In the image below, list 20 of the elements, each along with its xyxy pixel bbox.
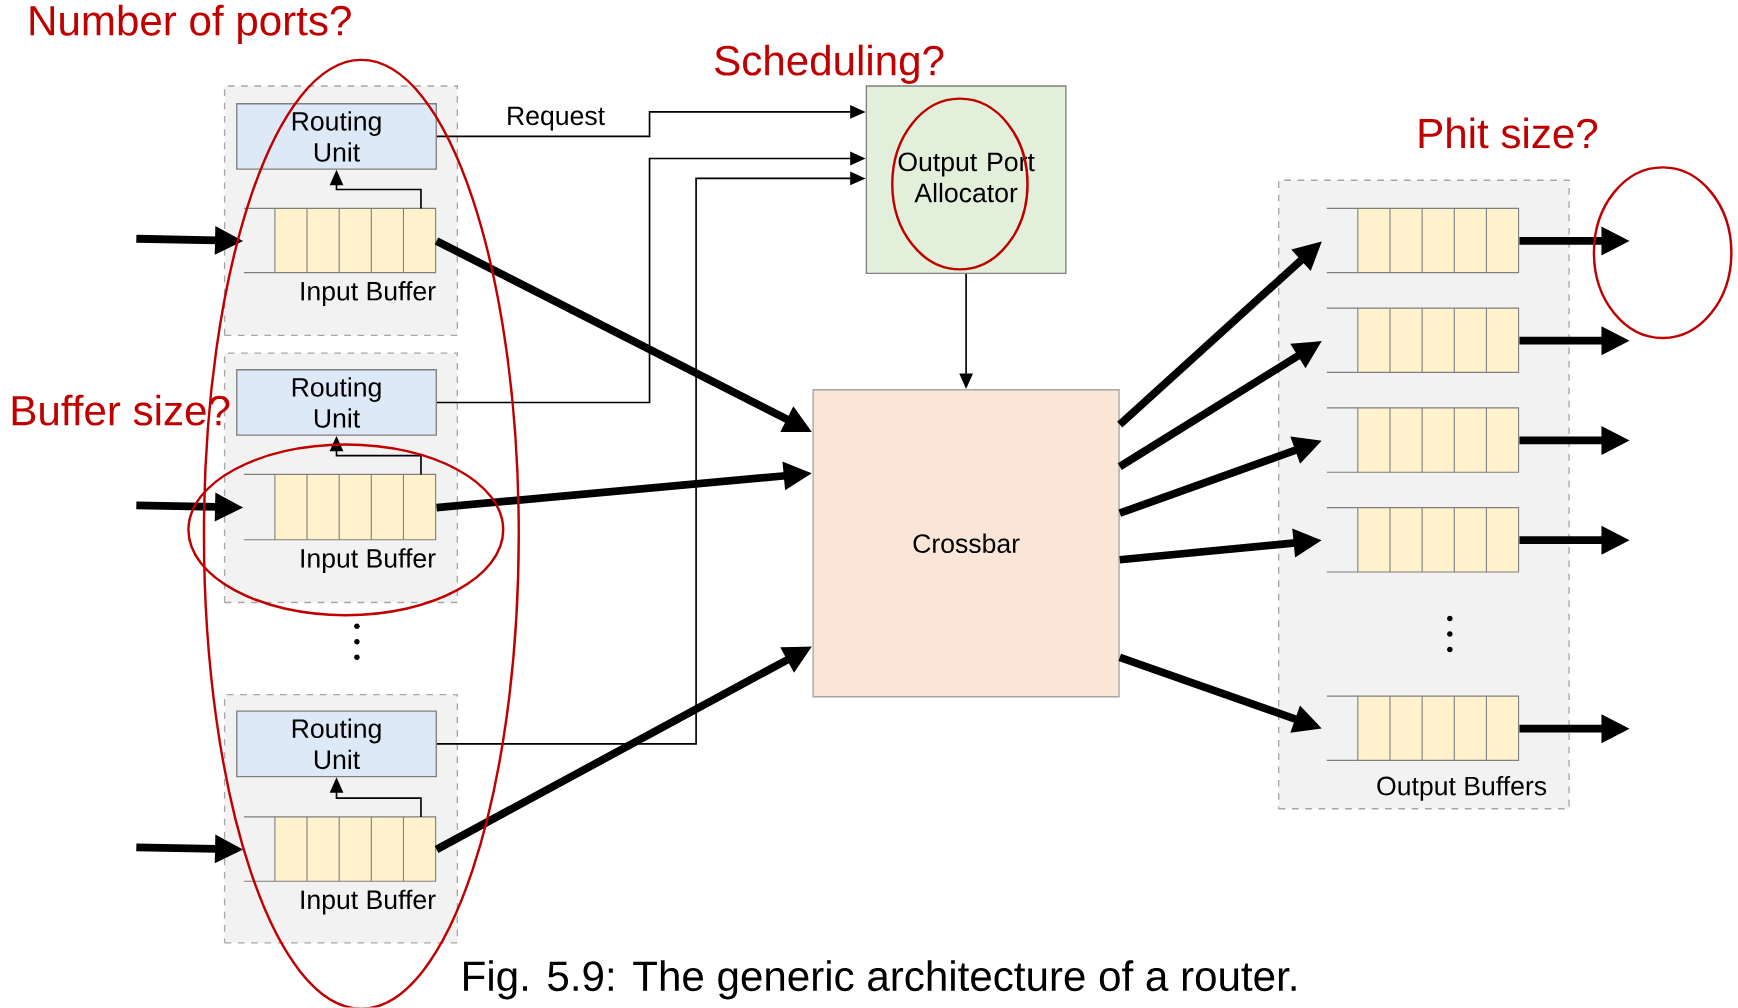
routing-unit-box: Routing Unit xyxy=(236,369,437,437)
routing-unit-box: Routing Unit xyxy=(236,710,437,778)
annotation-text: Number of ports? xyxy=(30,4,351,45)
caption: Fig. 5.9: The generic architecture of a router. xyxy=(464,960,1296,1000)
edge-label: Request xyxy=(503,104,608,133)
input-buffer: Input Buffer xyxy=(243,208,437,307)
output-buffer xyxy=(1326,695,1520,762)
input-buffer: Input Buffer xyxy=(243,816,437,915)
output-buffer xyxy=(1326,407,1520,473)
output-buffer xyxy=(1326,307,1520,374)
node-label: Input Buffer xyxy=(301,281,436,307)
crossbar-box: Crossbar xyxy=(812,389,1120,698)
output-buffer xyxy=(1326,208,1520,274)
annotation-text: Scheduling? xyxy=(715,44,944,85)
node-label: Input Buffer xyxy=(301,889,436,915)
node-label: Input Buffer xyxy=(301,548,436,574)
output-buffer xyxy=(1326,507,1520,573)
input-buffer: Input Buffer xyxy=(243,474,437,574)
annotation-text: Phit size? xyxy=(1419,117,1598,149)
routing-unit-box: Routing Unit xyxy=(236,103,437,171)
